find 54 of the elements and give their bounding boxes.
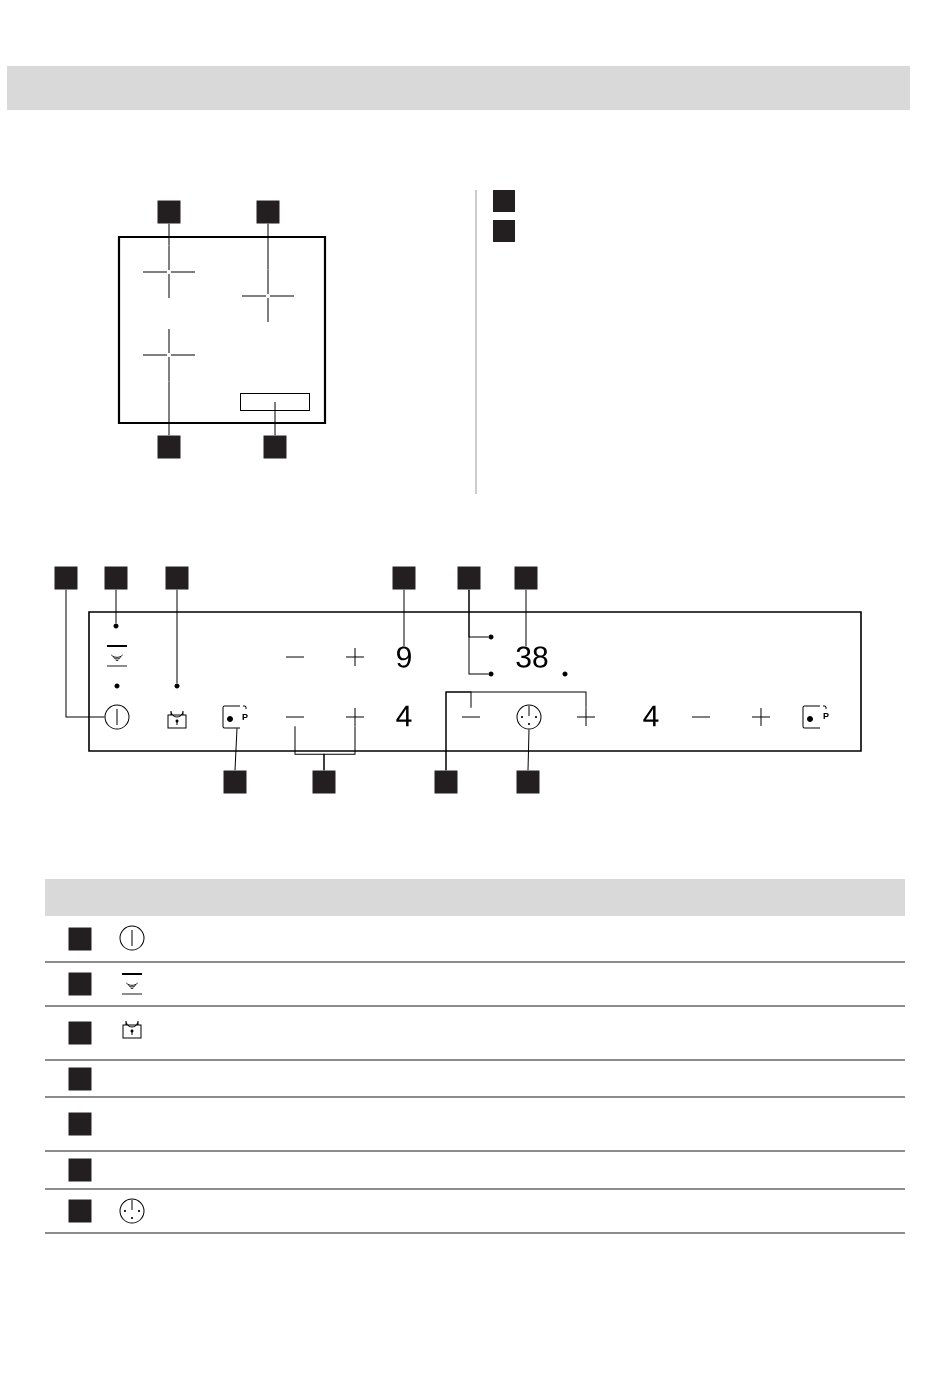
leader-line [267, 223, 269, 271]
callout-square [104, 566, 128, 590]
callout-square [157, 435, 181, 459]
callout-square [434, 770, 458, 794]
minus-sign [285, 716, 305, 718]
leader-line [168, 223, 170, 247]
display-digits: 4 [396, 705, 412, 727]
callout-square [516, 770, 540, 794]
callout-square [68, 1021, 92, 1045]
display-digits: 38 [516, 646, 548, 668]
leader-line [527, 729, 530, 771]
leader-line [168, 380, 170, 436]
timer-icon [516, 704, 542, 730]
cooking-zone-mark [142, 245, 196, 299]
callout-square [312, 770, 336, 794]
plus-sign [345, 707, 365, 727]
callout-square [165, 566, 189, 590]
callout-square [514, 566, 538, 590]
leader-line [323, 725, 356, 771]
leader-line [115, 589, 117, 624]
callout-square [493, 190, 515, 212]
callout-square [68, 1112, 92, 1136]
leader-line [403, 589, 405, 647]
callout-square [457, 566, 481, 590]
callout-square [157, 200, 181, 224]
callout-square [392, 566, 416, 590]
callout-square [223, 770, 247, 794]
power-icon [104, 704, 130, 730]
display-digits: 9 [397, 646, 411, 668]
cooking-zone-mark [241, 269, 295, 323]
callout-square [54, 566, 78, 590]
callout-square [263, 435, 287, 459]
callout-square [493, 220, 515, 242]
node-label: P [242, 713, 248, 721]
display-digits: 4 [643, 705, 659, 727]
leader-line [525, 589, 527, 647]
callout-square [68, 1067, 92, 1091]
leader-line [468, 589, 489, 675]
callout-square [256, 200, 280, 224]
cooking-zone-mark [142, 328, 196, 382]
plus-sign [576, 707, 596, 727]
program-button: P [222, 705, 248, 729]
callout-square [68, 1158, 92, 1182]
button-letter: P [823, 712, 829, 720]
display-window [240, 393, 310, 411]
leader-line [445, 691, 587, 771]
minus-sign [461, 716, 481, 718]
leader-line [176, 589, 178, 684]
callout-square [68, 972, 92, 996]
leader-line [274, 401, 276, 436]
callout-square [68, 927, 92, 951]
callout-square [68, 1199, 92, 1223]
leader-line [65, 589, 105, 718]
leader-line [234, 727, 238, 771]
